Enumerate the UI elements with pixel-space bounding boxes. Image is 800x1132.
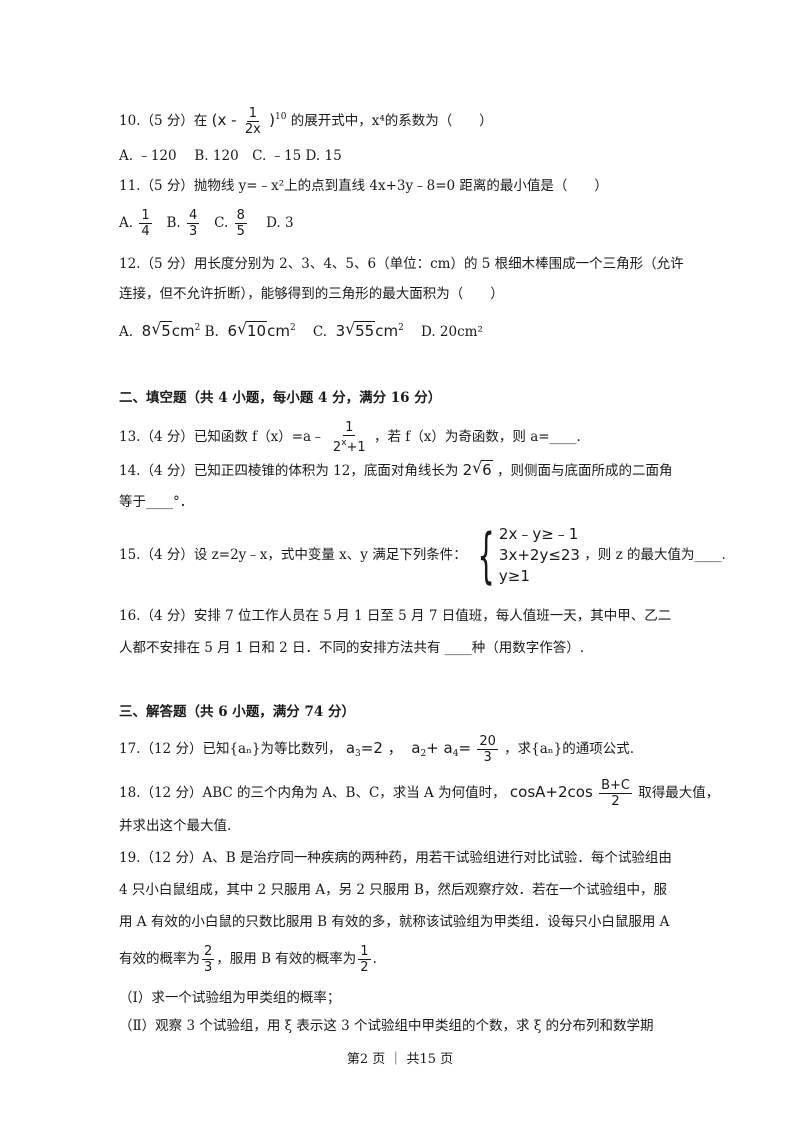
section-heading-fill-in: 二、填空题（共 4 小题，每小题 4 分，满分 16 分） (119, 390, 442, 406)
question-19-line1: 19.（12 分）A、B 是治疗同一种疾病的两种药，用若干试验组进行对比试验．每… (119, 850, 672, 866)
question-19-part2: （Ⅱ）观察 3 个试验组，用 ξ 表示这 3 个试验组中甲类组的个数，求 ξ 的… (119, 1018, 654, 1034)
question-16-line1: 16.（4 分）安排 7 位工作人员在 5 月 1 日至 5 月 7 日值班，每… (119, 608, 672, 624)
section-heading-solve: 三、解答题（共 6 小题，满分 74 分） (119, 704, 355, 720)
question-19-line2: 4 只小白鼠组成，其中 2 只服用 A，另 2 只服用 B，然后观察疗效．若在一… (119, 882, 667, 898)
question-19-part1: （Ⅰ）求一个试验组为甲类组的概率； (119, 990, 341, 1006)
question-11: 11.（5 分）抛物线 y=﹣x²上的点到直线 4x+3y﹣8=0 距离的最小值… (119, 178, 608, 194)
sqrt: 5 (151, 319, 172, 341)
sqrt: 55 (345, 319, 376, 341)
question-14-line2: 等于____°． (119, 494, 194, 510)
question-10-options: A. ﹣120 B. 120 C. ﹣15 D. 15 (119, 148, 342, 164)
sqrt: 10 (237, 319, 268, 341)
question-12-options: A. 85cm2 B. 610cm2 C. 355cm2 D. 20cm² (119, 318, 483, 342)
question-12-line1: 12.（5 分）用长度分别为 2、3、4、5、6（单位：cm）的 5 根细木棒围… (119, 256, 684, 272)
left-brace: { (477, 520, 495, 591)
constraint-system: 2x﹣y≥﹣1 3x+2y≤23 y≥1 (498, 525, 580, 585)
question-16-line2: 人都不安排在 5 月 1 日和 2 日．不同的安排方法共有 ____种（用数字作… (119, 640, 585, 656)
question-12-line2: 连接，但不允许折断），能够得到的三角形的最大面积为（ ） (119, 286, 504, 302)
page-footer: 第2 页 ｜ 共15 页 (346, 1052, 454, 1067)
question-14: 14.（4 分）已知正四棱锥的体积为 12，底面对角线长为 26 ，则侧面与底面… (119, 458, 673, 481)
question-18: 18.（12 分）ABC 的三个内角为 A、B、C，求当 A 为何值时， cos… (119, 778, 720, 809)
question-18-line2: 并求出这个最大值. (119, 818, 232, 834)
question-15: 15.（4 分）设 z=2y﹣x，式中变量 x、y 满足下列条件：{ 2x﹣y≥… (119, 520, 726, 591)
sqrt: 6 (472, 458, 493, 480)
question-19-line3: 用 A 有效的小白鼠的只数比服用 B 有效的多，就称该试验组为甲类组．设每只小白… (119, 914, 670, 930)
